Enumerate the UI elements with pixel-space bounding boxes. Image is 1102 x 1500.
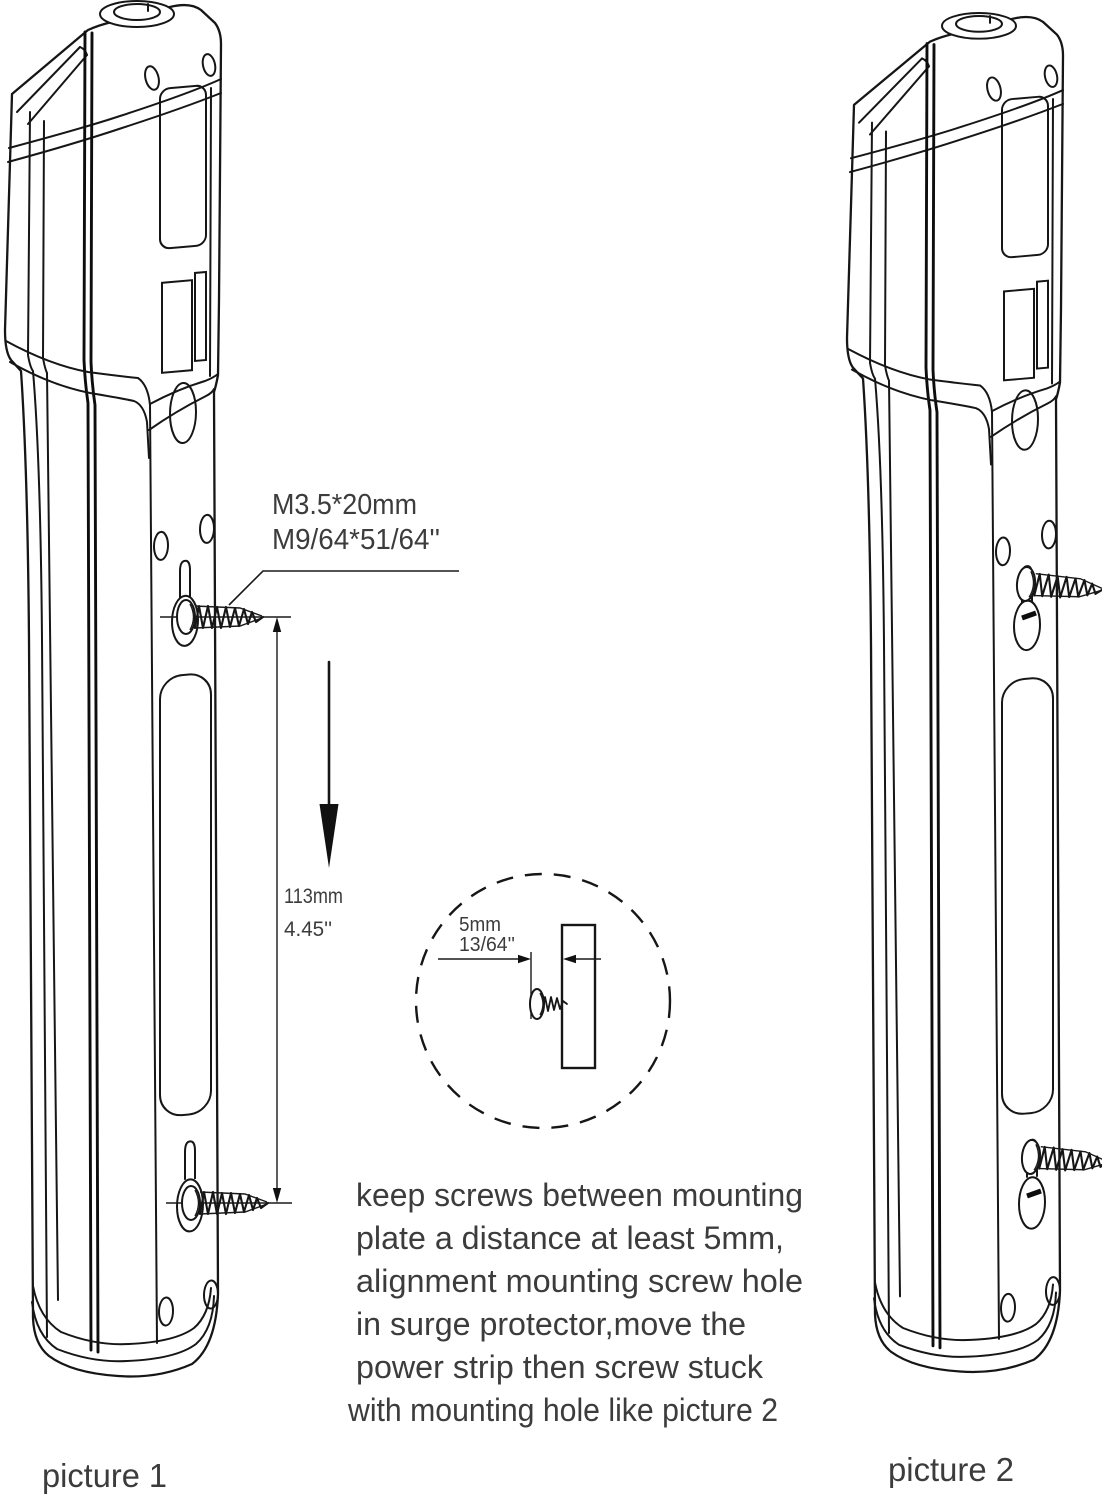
wall-plate-section bbox=[560, 923, 597, 1070]
arrowhead-down-icon bbox=[272, 1188, 282, 1203]
instruction-line: with mounting hole like picture 2 bbox=[347, 1392, 778, 1428]
keyhole-lock-mark bbox=[1026, 1188, 1042, 1199]
mounting-screw-icon bbox=[1019, 1138, 1102, 1181]
instruction-text: keep screws between mounting plate a dis… bbox=[347, 1177, 803, 1428]
gap-clearance-metric: 5mm bbox=[459, 914, 501, 936]
mounting-screw-icon bbox=[1014, 565, 1102, 608]
hole-spacing-dimension: 113mm 4.45'' bbox=[272, 617, 343, 1203]
hole-spacing-imperial: 4.45'' bbox=[284, 918, 332, 941]
caption-picture-1: picture 1 bbox=[42, 1457, 167, 1494]
gap-clearance-imperial: 13/64'' bbox=[459, 934, 515, 956]
screw-spec-metric: M3.5*20mm bbox=[272, 489, 417, 521]
screw-spec-imperial: M9/64*51/64'' bbox=[272, 524, 440, 556]
instruction-line: power strip then screw stuck bbox=[356, 1349, 764, 1385]
arrowhead-right-icon bbox=[518, 954, 531, 964]
leader-line bbox=[228, 570, 459, 606]
detail-circle bbox=[414, 872, 672, 1130]
caption-picture-2: picture 2 bbox=[888, 1451, 1014, 1488]
instruction-line: in surge protector,move the bbox=[356, 1306, 746, 1342]
clearance-detail-bubble: 5mm 13/64'' bbox=[414, 872, 672, 1130]
mounting-screw-icon bbox=[529, 988, 568, 1020]
arrowhead-up-icon bbox=[272, 617, 282, 632]
arrowhead-left-icon bbox=[563, 954, 576, 964]
hole-spacing-metric: 113mm bbox=[284, 885, 343, 908]
keyhole-lock-mark bbox=[1021, 610, 1037, 621]
slide-down-arrow-icon bbox=[319, 660, 339, 868]
power-strip-rear-view-1 bbox=[3, 0, 223, 1378]
instruction-line: plate a distance at least 5mm, bbox=[356, 1220, 784, 1256]
instruction-line: keep screws between mounting bbox=[356, 1177, 803, 1213]
instruction-line: alignment mounting screw hole bbox=[356, 1263, 803, 1299]
screw-spec-label: M3.5*20mm M9/64*51/64'' bbox=[228, 489, 459, 606]
